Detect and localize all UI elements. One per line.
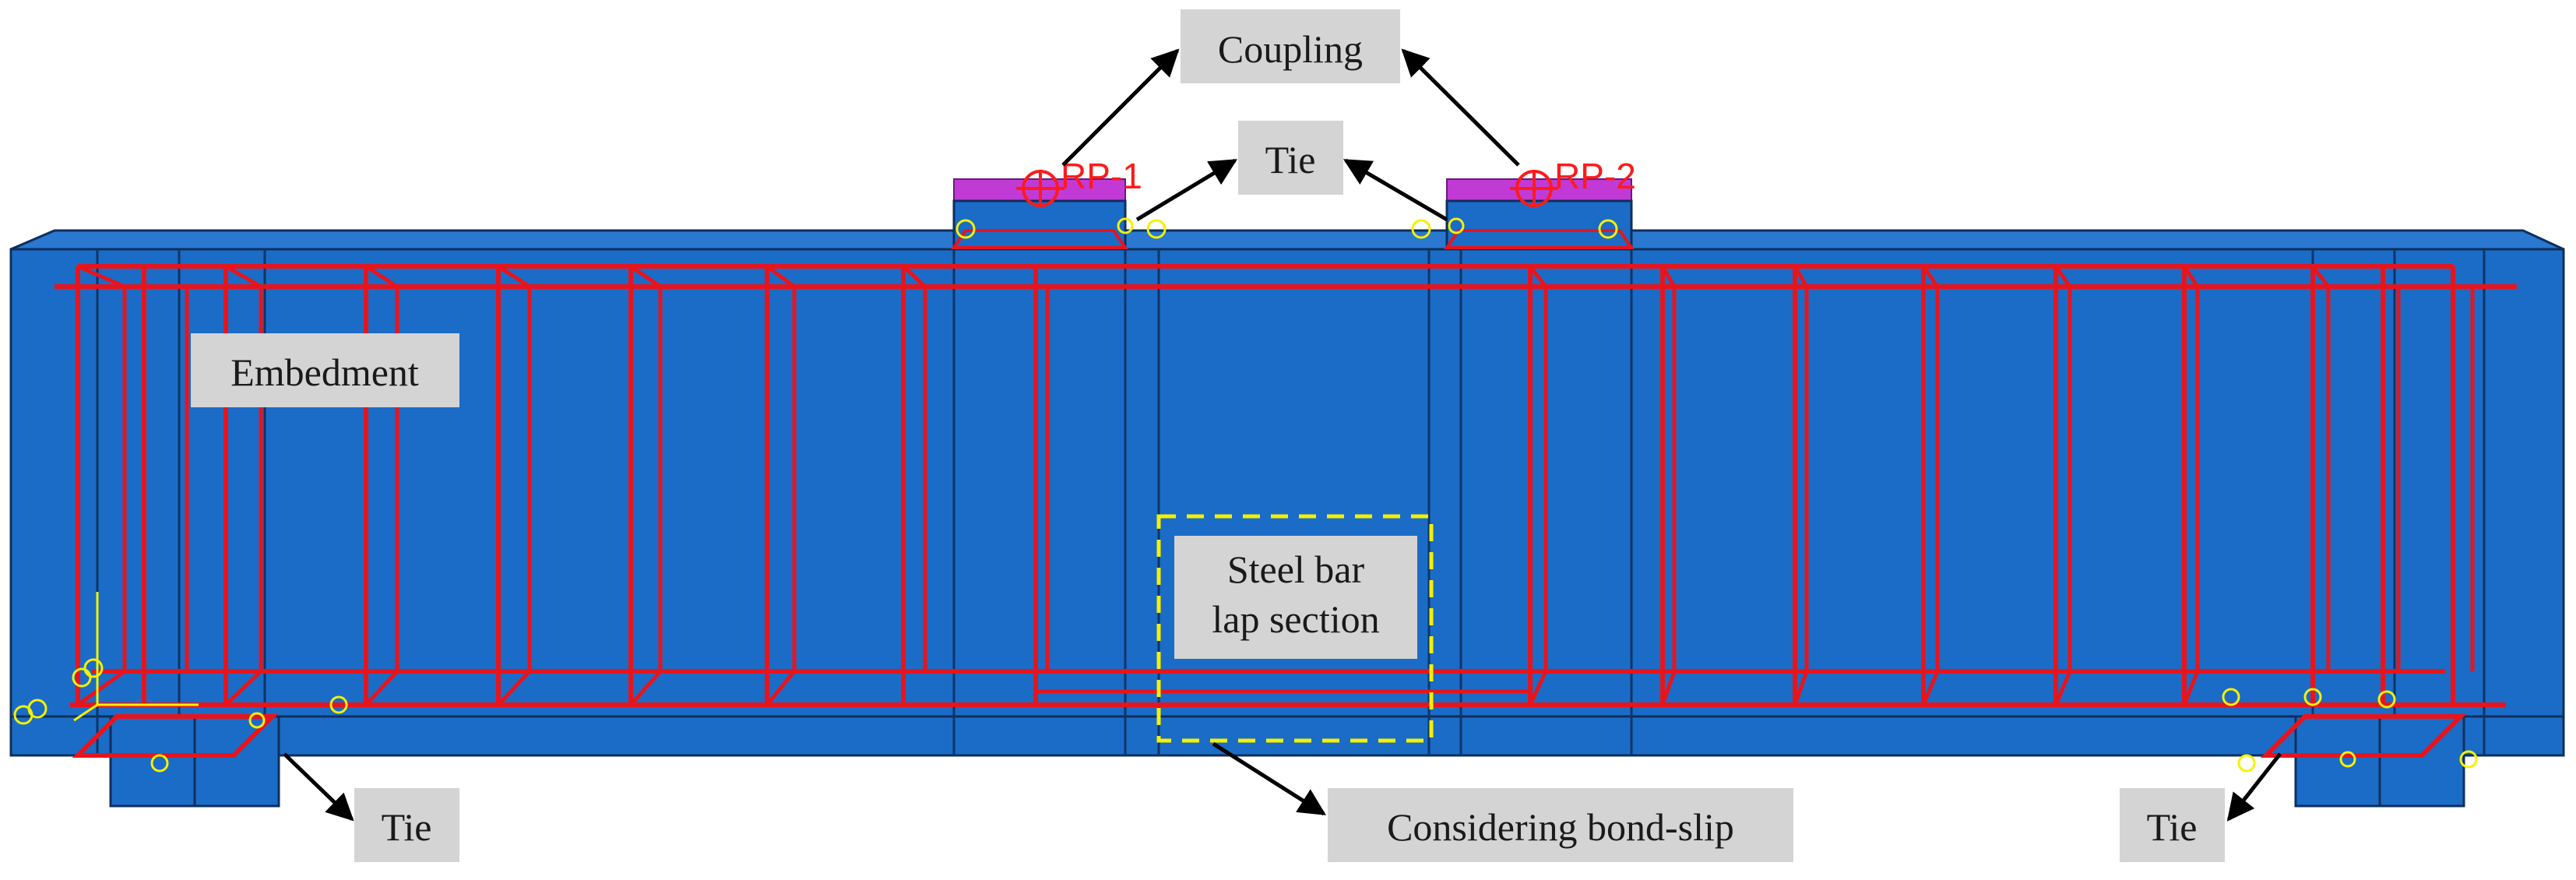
tie-markers [13,217,2478,773]
lap-section-box [1156,514,1434,743]
reinforcement-cage [55,229,2517,758]
bond-slip-label: Considering bond-slip [1387,805,1734,849]
axis-triad-icon [73,592,199,722]
callout-tie-bottom-right: Tie [2120,788,2225,862]
rp2-label: RP-2 [1554,156,1636,196]
right-support [2294,715,2465,808]
tie-top-label: Tie [1265,138,1316,181]
callout-tie-top: Tie [1238,121,1343,195]
embedment-label: Embedment [231,350,419,394]
rp1-symbol [1016,170,1065,207]
callout-bond-slip: Considering bond-slip [1328,788,1793,862]
callout-coupling: Coupling [1181,9,1400,83]
callout-embedment: Embedment [191,333,459,407]
left-support [109,715,280,808]
callout-tie-bottom-left: Tie [354,788,459,862]
rp2-symbol [1510,170,1558,207]
rp1-label: RP-1 [1061,156,1142,196]
tie-bottom-right-label: Tie [2147,805,2198,849]
coupling-label: Coupling [1218,27,1363,71]
tie-bottom-left-label: Tie [382,805,432,849]
callout-lap-section: Steel bar lap section [1174,536,1417,659]
annotation-arrows [283,48,2282,822]
lap-line1-label: Steel bar [1227,547,1365,591]
lap-line2-label: lap section [1212,597,1379,641]
